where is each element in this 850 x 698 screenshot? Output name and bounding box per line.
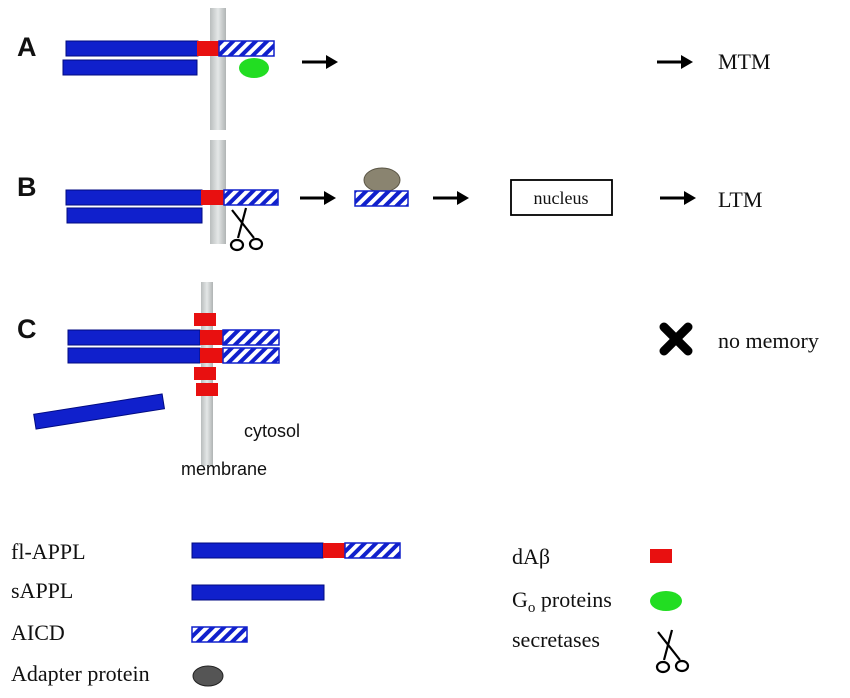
aicd-segment-b (223, 189, 279, 206)
outcome-ltm: LTM (718, 187, 762, 212)
secretase-scissors-icon-b (229, 206, 264, 252)
abeta-segment-a (197, 41, 219, 56)
panel-b: B nucleus LTM (17, 140, 762, 252)
legend-aicd-swatch (191, 626, 248, 643)
abeta-aggregate-2 (194, 367, 216, 380)
legend-dabeta-label: dAβ (512, 544, 550, 569)
arrow-a-1 (300, 53, 340, 71)
cross-icon (659, 322, 693, 356)
abeta-aggregate-1 (194, 313, 216, 326)
sappl-released-c (33, 393, 166, 430)
panel-c: C cytosol membrane no memory (17, 282, 819, 479)
legend-secretases-label: secretases (512, 627, 600, 652)
outcome-mtm: MTM (718, 49, 771, 74)
fl-appl-protein-c-2 (67, 347, 201, 364)
fl-appl-protein-b (65, 189, 203, 206)
fl-appl-protein-a (65, 40, 199, 57)
abeta-aggregate-3 (196, 383, 218, 396)
aicd-free-b (354, 190, 409, 207)
panel-c-letter: C (17, 314, 37, 344)
abeta-segment-c-1 (200, 330, 223, 345)
arrow-b-1 (298, 189, 338, 207)
aicd-segment-c-2 (222, 347, 280, 364)
abeta-segment-b (201, 190, 224, 205)
legend-sappl-swatch (191, 584, 325, 601)
aicd-segment-c-1 (222, 329, 280, 346)
membrane-a (210, 8, 226, 130)
legend-fl-appl-swatch (191, 542, 324, 559)
panel-b-letter: B (17, 172, 37, 202)
legend-fl-appl-label: fl-APPL (11, 539, 86, 564)
membrane-label: membrane (181, 459, 267, 479)
fl-appl-protein-c-1 (67, 329, 201, 346)
legend-go-swatch (650, 591, 682, 611)
sappl-protein-a (62, 59, 198, 76)
sappl-protein-b (66, 207, 203, 224)
panel-a-letter: A (17, 32, 37, 62)
legend: fl-APPL sAPPL AICD Adapter protein dAβ G… (11, 539, 690, 687)
arrow-a-2 (655, 53, 695, 71)
adapter-protein-b (363, 167, 401, 193)
nucleus-label: nucleus (534, 188, 589, 208)
panel-a: A MTM (17, 8, 771, 130)
legend-scissors-icon (655, 628, 690, 674)
legend-sappl-label: sAPPL (11, 578, 73, 603)
aicd-segment-a (218, 40, 275, 57)
outcome-no-memory: no memory (718, 328, 819, 353)
legend-dabeta-swatch (650, 549, 672, 563)
legend-adapter-label: Adapter protein (11, 661, 150, 686)
legend-go-label: Go proteins (512, 587, 612, 616)
go-protein-a (239, 58, 269, 78)
cytosol-label: cytosol (244, 421, 300, 441)
arrow-b-2 (431, 189, 471, 207)
legend-adapter-swatch (192, 665, 224, 687)
nucleus-box (510, 179, 613, 216)
legend-fl-appl-aicd (344, 542, 401, 559)
legend-fl-appl-abeta (323, 543, 345, 558)
arrow-b-3 (658, 189, 698, 207)
legend-aicd-label: AICD (11, 620, 65, 645)
abeta-segment-c-2 (200, 348, 223, 363)
